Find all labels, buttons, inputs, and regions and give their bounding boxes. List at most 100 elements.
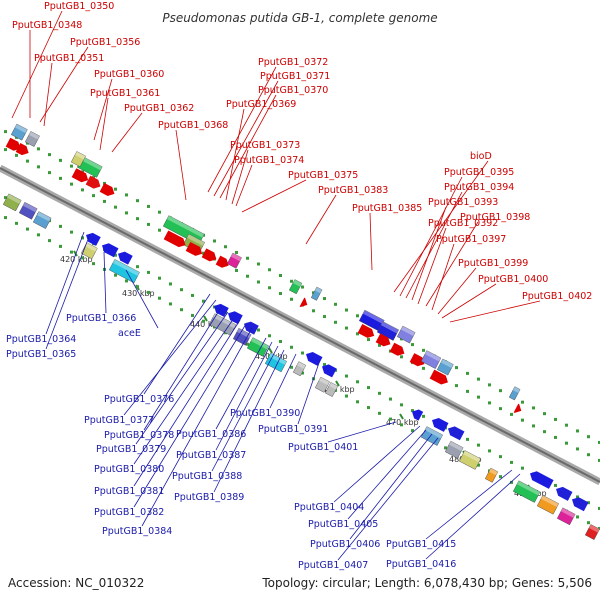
- gene-label-upper[interactable]: PputGB1_0392: [428, 218, 498, 229]
- gene-label-upper[interactable]: PputGB1_0368: [158, 120, 228, 131]
- gene-label-lower[interactable]: PputGB1_0376: [104, 394, 174, 405]
- gene-label-upper[interactable]: PputGB1_0371: [260, 71, 330, 82]
- track-dot: [4, 130, 7, 134]
- track-dot: [510, 412, 513, 416]
- track-dot: [488, 449, 491, 453]
- gene-label-upper[interactable]: PputGB1_0399: [458, 258, 528, 269]
- track-dot: [147, 270, 150, 274]
- gene-label-upper[interactable]: PputGB1_0394: [444, 182, 514, 193]
- track-dot: [59, 244, 62, 248]
- leader-line: [39, 46, 89, 123]
- gene-feature: [264, 352, 288, 373]
- gene-label-upper[interactable]: PputGB1_0356: [70, 37, 140, 48]
- track-dot: [323, 315, 326, 319]
- leader-line: [103, 251, 107, 314]
- track-dot: [356, 380, 359, 384]
- track-dot: [554, 483, 557, 487]
- gene-label-lower[interactable]: PputGB1_0389: [174, 492, 244, 503]
- gene-label-upper[interactable]: PputGB1_0402: [522, 291, 592, 302]
- gene-label-lower[interactable]: PputGB1_0407: [298, 560, 368, 571]
- gene-label-lower[interactable]: PputGB1_0391: [258, 424, 328, 435]
- gene-label-lower[interactable]: PputGB1_0386: [176, 429, 246, 440]
- gene-label-lower[interactable]: PputGB1_0387: [176, 450, 246, 461]
- track-dot: [4, 148, 7, 152]
- gene-label-upper[interactable]: PputGB1_0397: [436, 234, 506, 245]
- leader-line: [111, 112, 143, 153]
- gene-label-upper[interactable]: PputGB1_0370: [258, 85, 328, 96]
- track-dot: [499, 455, 502, 459]
- leader-line: [337, 437, 439, 561]
- leader-line: [405, 191, 463, 299]
- track-dot: [114, 205, 117, 209]
- track-dot: [598, 506, 600, 510]
- track-dot: [37, 147, 40, 151]
- gene-label-upper[interactable]: PputGB1_0361: [90, 88, 160, 99]
- track-dot: [70, 230, 73, 234]
- gene-label-upper[interactable]: PputGB1_0375: [288, 170, 358, 181]
- gene-label-lower[interactable]: PputGB1_0406: [310, 539, 380, 550]
- gene-label-upper[interactable]: PputGB1_0373: [230, 140, 300, 151]
- upper-gene-labels: PputGB1_0350PputGB1_0348PputGB1_0356Pput…: [12, 1, 592, 302]
- gene-label-upper[interactable]: PputGB1_0360: [94, 69, 164, 80]
- scale-tick-label: 440 kbp: [190, 320, 223, 329]
- gene-label-lower[interactable]: PputGB1_0381: [94, 486, 164, 497]
- genome-summary-text: Topology: circular; Length: 6,078,430 bp…: [261, 576, 592, 590]
- gene-label-upper[interactable]: PputGB1_0398: [460, 212, 530, 223]
- gene-label-upper[interactable]: PputGB1_0383: [318, 185, 388, 196]
- leader-line: [431, 243, 455, 311]
- track-dot: [378, 343, 381, 347]
- track-dot: [576, 495, 579, 499]
- gene-label-lower[interactable]: PputGB1_0378: [104, 430, 174, 441]
- gene-label-lower[interactable]: PputGB1_0405: [308, 519, 378, 530]
- track-dot: [422, 348, 425, 352]
- gene-label-lower[interactable]: PputGB1_0382: [94, 507, 164, 518]
- track-dot: [301, 285, 304, 289]
- gene-label-lower[interactable]: PputGB1_0401: [288, 442, 358, 453]
- gene-label-lower[interactable]: PputGB1_0364: [6, 334, 76, 345]
- gene-label-upper[interactable]: PputGB1_0369: [226, 99, 296, 110]
- track-dot: [59, 176, 62, 180]
- leader-line: [45, 231, 85, 335]
- gene-label-lower[interactable]: PputGB1_0377: [84, 415, 154, 426]
- gene-label-lower[interactable]: PputGB1_0384: [102, 526, 172, 537]
- gene-label-lower[interactable]: PputGB1_0388: [172, 471, 242, 482]
- gene-label-lower[interactable]: PputGB1_0390: [230, 408, 300, 419]
- gene-feature: [163, 230, 186, 248]
- gene-label-upper[interactable]: PputGB1_0385: [352, 203, 422, 214]
- track-dot: [48, 153, 51, 157]
- gene-label-upper[interactable]: PputGB1_0400: [478, 274, 548, 285]
- gene-label-lower[interactable]: PputGB1_0379: [96, 444, 166, 455]
- gene-label-upper[interactable]: PputGB1_0362: [124, 103, 194, 114]
- gene-label-lower[interactable]: PputGB1_0365: [6, 349, 76, 360]
- track-dot: [477, 377, 480, 381]
- gene-label-upper[interactable]: PputGB1_0351: [34, 53, 104, 64]
- track-dot: [48, 239, 51, 243]
- gene-label-lower[interactable]: PputGB1_0380: [94, 464, 164, 475]
- track-dot: [125, 279, 128, 283]
- track-dot: [367, 406, 370, 410]
- track-dot: [356, 400, 359, 404]
- track-dot: [466, 389, 469, 393]
- gene-label-upper[interactable]: PputGB1_0350: [44, 1, 114, 12]
- gene-label-upper[interactable]: PputGB1_0393: [428, 197, 498, 208]
- leader-line: [241, 179, 307, 213]
- gene-label-lower[interactable]: aceE: [118, 328, 141, 339]
- gene-label-lower[interactable]: PputGB1_0415: [386, 539, 456, 550]
- gene-feature: [429, 369, 448, 385]
- track-dot: [345, 326, 348, 330]
- leader-line: [215, 337, 267, 430]
- track-dot: [279, 292, 282, 296]
- gene-label-upper[interactable]: PputGB1_0374: [234, 155, 304, 166]
- gene-label-upper[interactable]: PputGB1_0372: [258, 57, 328, 68]
- track-dot: [510, 480, 513, 484]
- leader-line: [449, 300, 541, 323]
- gene-label-upper[interactable]: PputGB1_0348: [12, 20, 82, 31]
- gene-label-lower[interactable]: PputGB1_0416: [386, 559, 456, 570]
- gene-feature: [99, 182, 115, 196]
- track-dot: [158, 228, 161, 232]
- gene-label-lower[interactable]: PputGB1_0404: [294, 502, 364, 513]
- gene-label-upper[interactable]: PputGB1_0395: [444, 167, 514, 178]
- gene-label-upper[interactable]: bioD: [470, 151, 492, 162]
- gene-label-lower[interactable]: PputGB1_0366: [66, 313, 136, 324]
